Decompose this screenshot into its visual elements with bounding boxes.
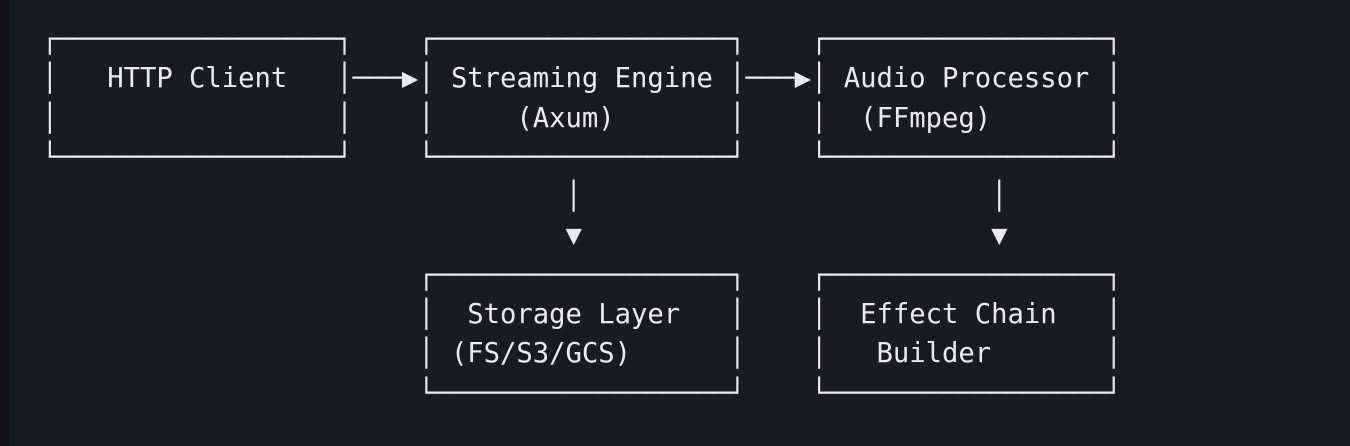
ascii-architecture-diagram: ┌─────────────────┐ ┌──────────────────┐… (9, 0, 1350, 413)
diagram-line-box-tops-row2: ┌──────────────────┐ ┌─────────────────┐ (9, 259, 1123, 291)
diagram-line-node-labels-row1: │ HTTP Client │───▶│ Streaming Engine │─… (9, 63, 1123, 95)
diagram-line-node-sublabels-row2: │ (FS/S3/GCS) │ │ Builder │ (9, 338, 1123, 370)
diagram-line-box-bottoms-row2: └──────────────────┘ └─────────────────┘ (9, 377, 1123, 409)
diagram-line-box-tops: ┌─────────────────┐ ┌──────────────────┐… (9, 24, 1123, 55)
diagram-line-node-labels-row2: │ Storage Layer │ │ Effect Chain │ (9, 299, 1123, 331)
code-block-background: ┌─────────────────┐ ┌──────────────────┐… (9, 0, 1350, 446)
diagram-line-box-bottoms-row1: └─────────────────┘ └──────────────────┘… (9, 141, 1123, 173)
diagram-line-down-arrow-heads: ▼ ▼ (9, 220, 1008, 252)
diagram-line-node-sublabels-row1: │ │ │ (Axum) │ │ (FFmpeg) │ (9, 102, 1123, 134)
diagram-line-down-arrow-stems: │ │ (9, 181, 1008, 213)
